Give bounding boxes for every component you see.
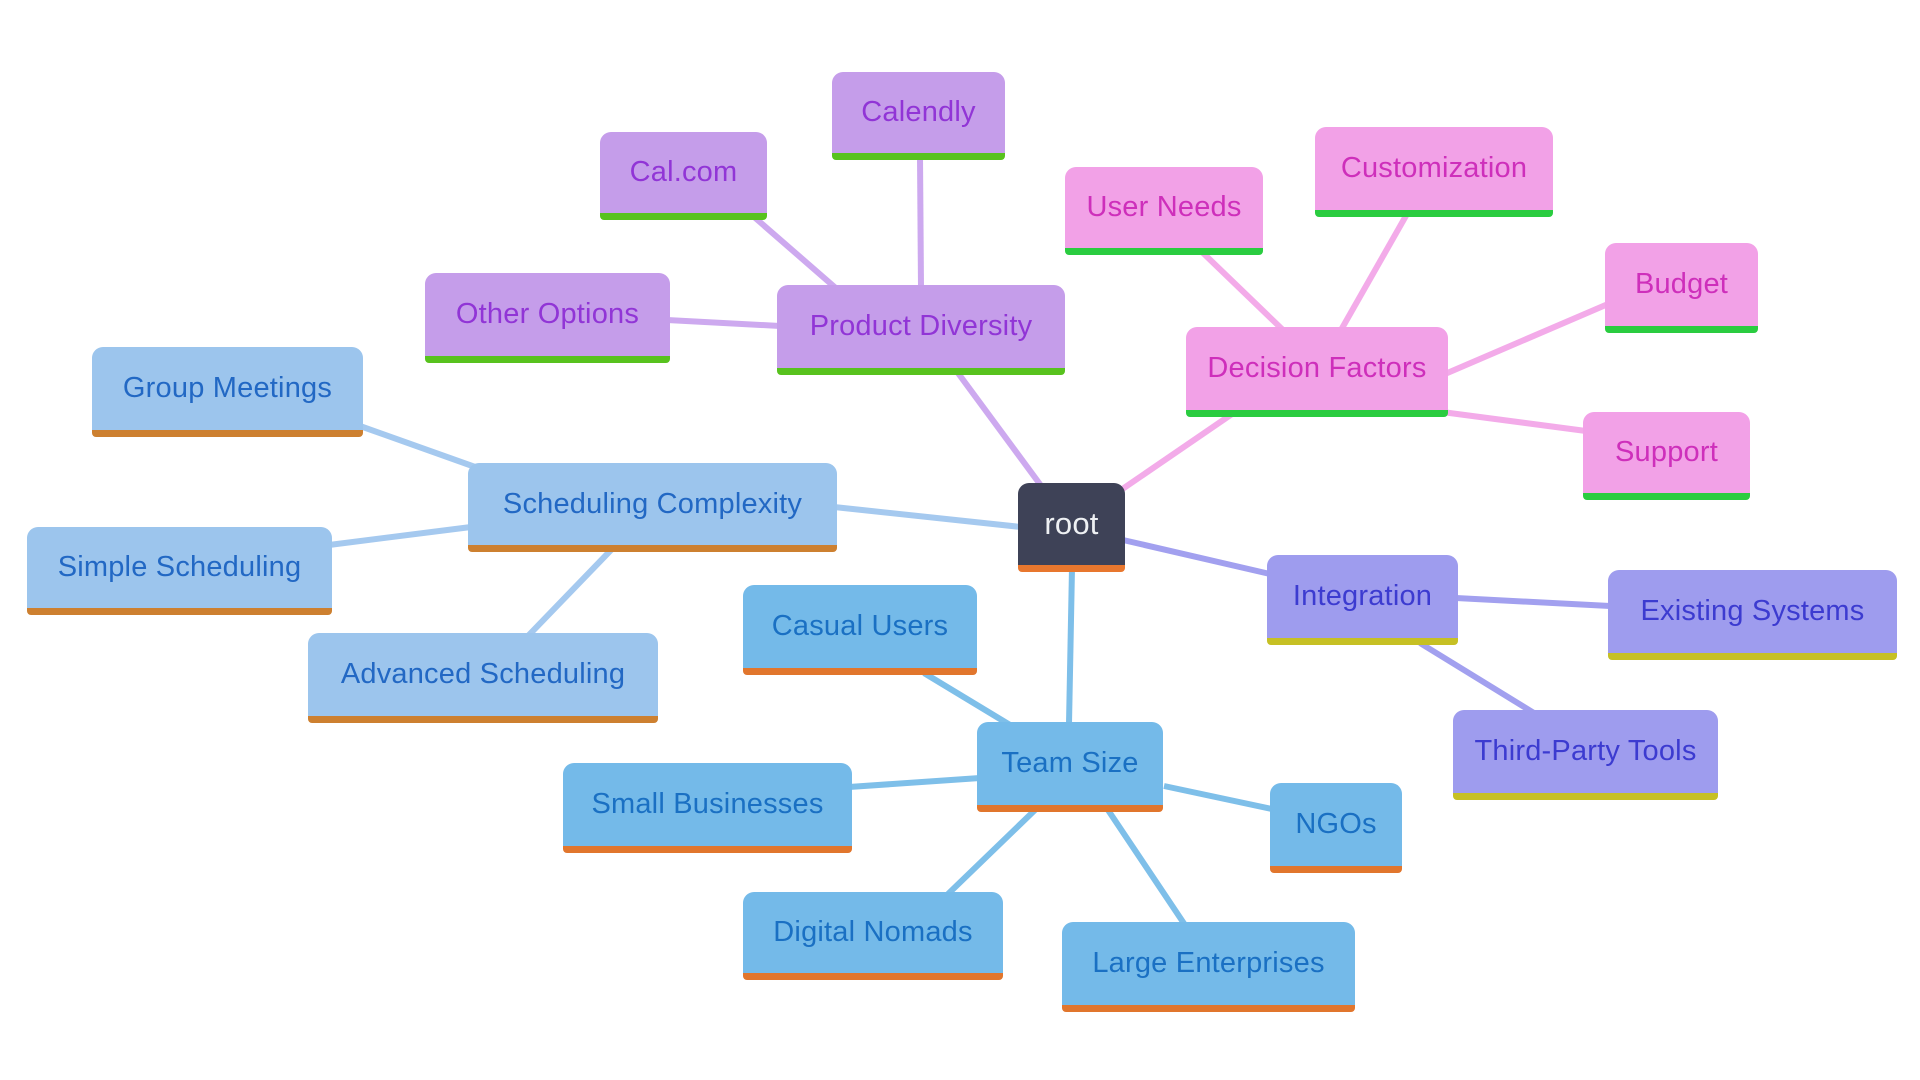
node-scheduling-complexity[interactable]: Scheduling Complexity [468, 463, 837, 552]
node-calendly[interactable]: Calendly [832, 72, 1005, 160]
node-budget[interactable]: Budget [1605, 243, 1758, 333]
node-user-needs[interactable]: User Needs [1065, 167, 1263, 255]
edge-scheduling-complexity--root [833, 504, 1022, 530]
node-label-user-needs: User Needs [1086, 191, 1242, 223]
edge-decision-factors--root [1119, 411, 1234, 493]
edge-integration--existing-systems [1455, 595, 1611, 609]
edge-product-diversity--root [955, 371, 1045, 489]
node-customization[interactable]: Customization [1315, 127, 1553, 217]
node-label-digital-nomads: Digital Nomads [773, 916, 973, 948]
edge-group-meetings--scheduling-complexity [358, 423, 480, 471]
node-label-integration: Integration [1292, 580, 1433, 612]
node-label-product-diversity: Product Diversity [809, 310, 1033, 342]
node-team-size[interactable]: Team Size [977, 722, 1163, 812]
edge-team-size--digital-nomads [945, 807, 1038, 897]
edge-calendly--product-diversity [917, 156, 924, 289]
node-support[interactable]: Support [1583, 412, 1750, 500]
edge-cal-com--product-diversity [751, 213, 840, 293]
node-label-existing-systems: Existing Systems [1640, 595, 1865, 627]
node-third-party-tools[interactable]: Third-Party Tools [1453, 710, 1718, 800]
node-label-support: Support [1615, 436, 1718, 468]
node-label-budget: Budget [1634, 268, 1729, 300]
node-label-small-businesses: Small Businesses [591, 788, 824, 820]
node-integration[interactable]: Integration [1267, 555, 1458, 645]
node-product-diversity[interactable]: Product Diversity [777, 285, 1065, 375]
edge-other-options--product-diversity [666, 317, 781, 329]
node-label-group-meetings: Group Meetings [122, 372, 333, 404]
node-label-team-size: Team Size [1001, 747, 1139, 779]
node-large-enterprises[interactable]: Large Enterprises [1062, 922, 1355, 1012]
node-casual-users[interactable]: Casual Users [743, 585, 977, 675]
node-label-scheduling-complexity: Scheduling Complexity [502, 487, 803, 520]
edge-root--integration [1122, 537, 1271, 577]
node-root[interactable]: root [1018, 483, 1125, 572]
node-ngos[interactable]: NGOs [1270, 783, 1402, 873]
node-label-root: root [1044, 506, 1099, 541]
node-advanced-scheduling[interactable]: Advanced Scheduling [308, 633, 658, 723]
node-label-ngos: NGOs [1295, 808, 1377, 840]
edge-customization--decision-factors [1338, 212, 1410, 332]
edge-small-businesses--team-size [848, 775, 981, 790]
node-digital-nomads[interactable]: Digital Nomads [743, 892, 1003, 980]
node-existing-systems[interactable]: Existing Systems [1608, 570, 1897, 660]
node-other-options[interactable]: Other Options [425, 273, 670, 363]
node-label-simple-scheduling: Simple Scheduling [57, 551, 302, 583]
node-label-casual-users: Casual Users [771, 610, 949, 642]
node-simple-scheduling[interactable]: Simple Scheduling [27, 527, 332, 615]
edge-integration--third-party-tools [1418, 640, 1536, 716]
node-label-large-enterprises: Large Enterprises [1092, 947, 1325, 979]
node-decision-factors[interactable]: Decision Factors [1186, 327, 1448, 417]
edge-user-needs--decision-factors [1199, 249, 1286, 333]
node-label-advanced-scheduling: Advanced Scheduling [340, 658, 626, 690]
edge-casual-users--team-size [922, 670, 1012, 728]
edge-team-size--ngos [1163, 783, 1273, 812]
node-cal-com[interactable]: Cal.com [600, 132, 767, 220]
edge-team-size--large-enterprises [1105, 808, 1188, 927]
edge-scheduling-complexity--advanced-scheduling [525, 546, 615, 639]
node-label-cal-com: Cal.com [629, 156, 738, 188]
edge-decision-factors--support [1441, 409, 1587, 434]
node-label-customization: Customization [1340, 152, 1528, 184]
node-label-other-options: Other Options [455, 298, 640, 330]
node-group-meetings[interactable]: Group Meetings [92, 347, 363, 437]
edge-root--team-size [1066, 567, 1075, 725]
edge-decision-factors--budget [1443, 301, 1610, 377]
node-small-businesses[interactable]: Small Businesses [563, 763, 852, 853]
edge-simple-scheduling--scheduling-complexity [328, 524, 472, 548]
node-label-calendly: Calendly [861, 96, 976, 128]
node-label-third-party-tools: Third-Party Tools [1474, 735, 1697, 767]
node-label-decision-factors: Decision Factors [1207, 352, 1427, 384]
